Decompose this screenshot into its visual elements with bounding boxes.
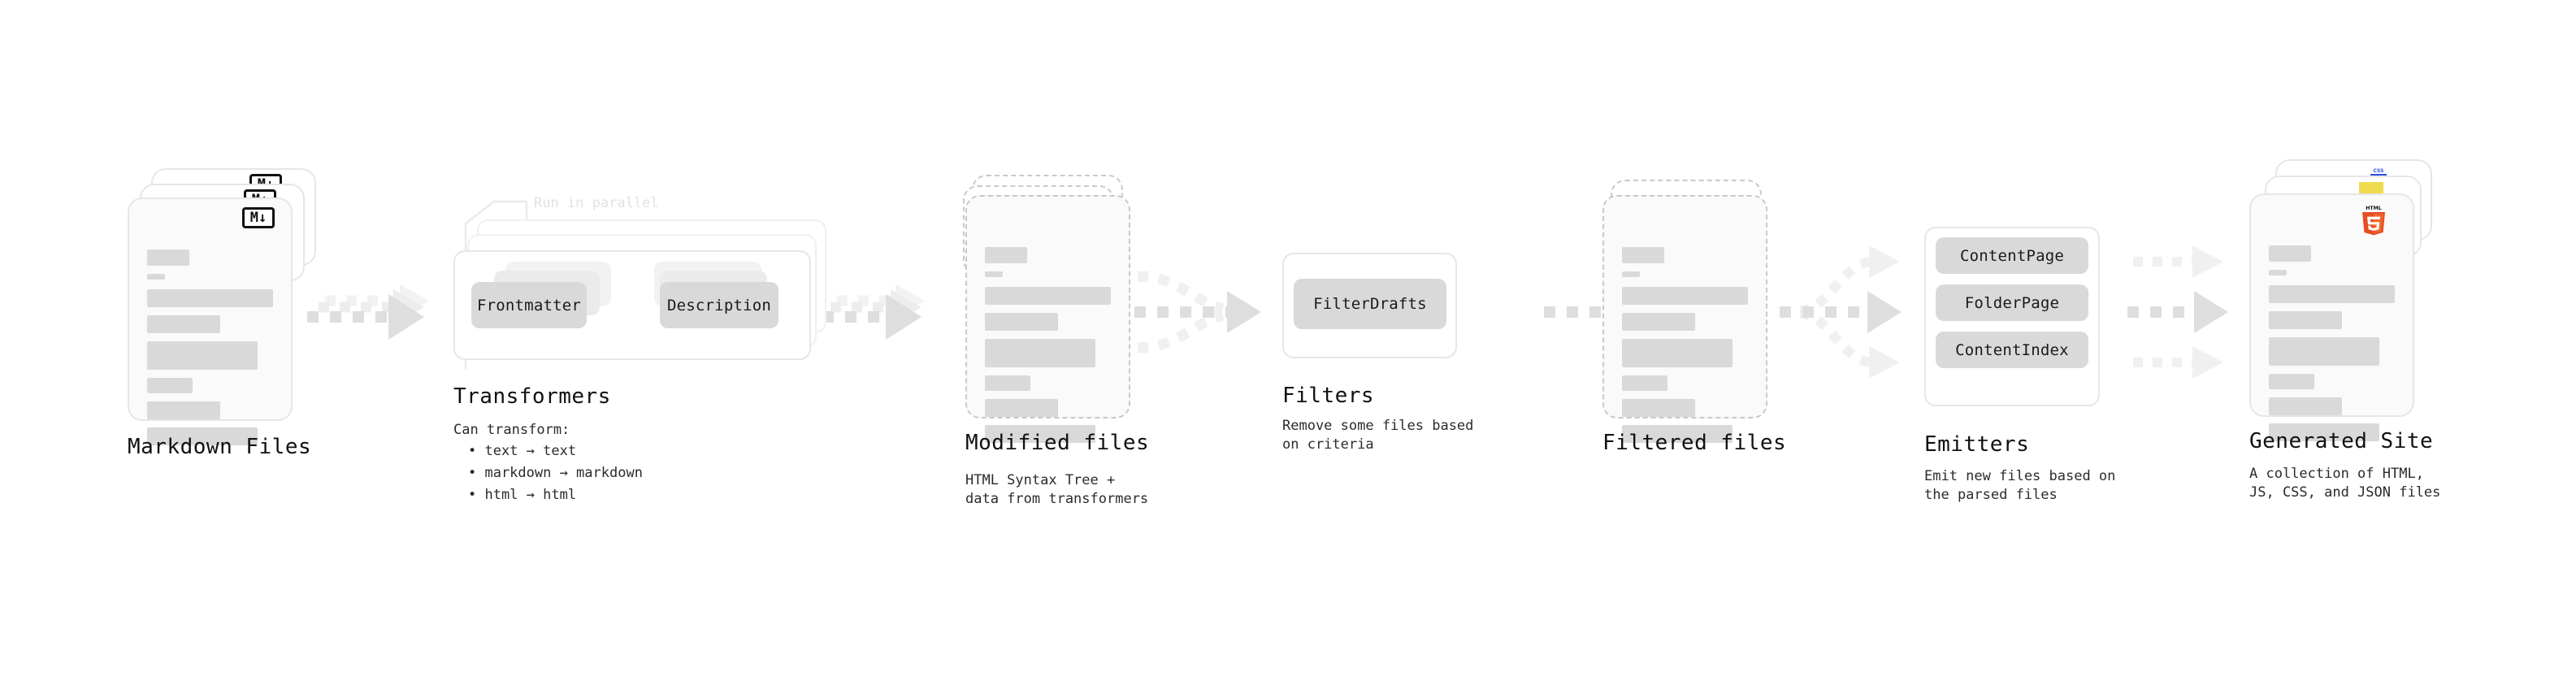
contentpage-chip[interactable]: ContentPage: [1936, 237, 2088, 274]
filters-subtitle: Remove some files based on criteria: [1282, 418, 1474, 453]
modified-card-content: [985, 247, 1111, 451]
arrow-markdown-to-transformers: [307, 284, 429, 340]
svg-text:CSS: CSS: [2374, 168, 2384, 174]
filters-title: Filters: [1282, 384, 1375, 408]
emitters-subtitle: Emit new files based on the parsed files: [1924, 468, 2116, 503]
site-card-content: [2269, 245, 2395, 449]
arrow-transformers-to-modified: [822, 284, 925, 340]
arrow-modified-to-filters: [1134, 271, 1261, 354]
modified-files-title: Modified files: [965, 431, 1150, 455]
description-chip[interactable]: Description: [660, 282, 778, 328]
filtered-card-content: [1622, 247, 1748, 451]
filterdrafts-chip[interactable]: FilterDrafts: [1294, 279, 1446, 329]
folderpage-chip[interactable]: FolderPage: [1936, 284, 2088, 321]
run-in-parallel-label: Run in parallel: [534, 195, 659, 211]
html5-icon: HTML: [2360, 203, 2387, 236]
transformers-title: Transformers: [453, 384, 611, 409]
svg-text:HTML: HTML: [2366, 206, 2382, 211]
contentindex-chip[interactable]: ContentIndex: [1936, 332, 2088, 368]
arrow-filtered-to-emitters: [1780, 245, 1902, 379]
transformers-bullet-1: • markdown → markdown: [468, 465, 643, 481]
modified-card-front: [965, 195, 1130, 443]
generated-site-subtitle: A collection of HTML, JS, CSS, and JSON …: [2249, 466, 2441, 501]
filtered-files-title: Filtered files: [1602, 431, 1787, 455]
markdown-card-content: [147, 249, 273, 453]
filtered-card-front: [1602, 195, 1767, 443]
transformers-subtitle: Can transform:: [453, 422, 570, 438]
markdown-card-front: M↓: [128, 197, 293, 445]
markdown-files-title: Markdown Files: [128, 435, 312, 459]
generated-site-title: Generated Site: [2249, 429, 2434, 453]
frontmatter-chip[interactable]: Frontmatter: [471, 282, 587, 328]
emitters-title: Emitters: [1924, 432, 2030, 457]
transformers-bullet-2: • html → html: [468, 487, 577, 503]
css-icon: CSS: [2370, 166, 2387, 177]
transformers-bullet-0: • text → text: [468, 443, 577, 459]
modified-files-subtitle: HTML Syntax Tree + data from transformer…: [965, 472, 1149, 507]
markdown-icon: M↓: [242, 207, 275, 228]
arrow-emitters-to-site: [2127, 245, 2228, 379]
site-card-front: HTML: [2249, 193, 2414, 441]
